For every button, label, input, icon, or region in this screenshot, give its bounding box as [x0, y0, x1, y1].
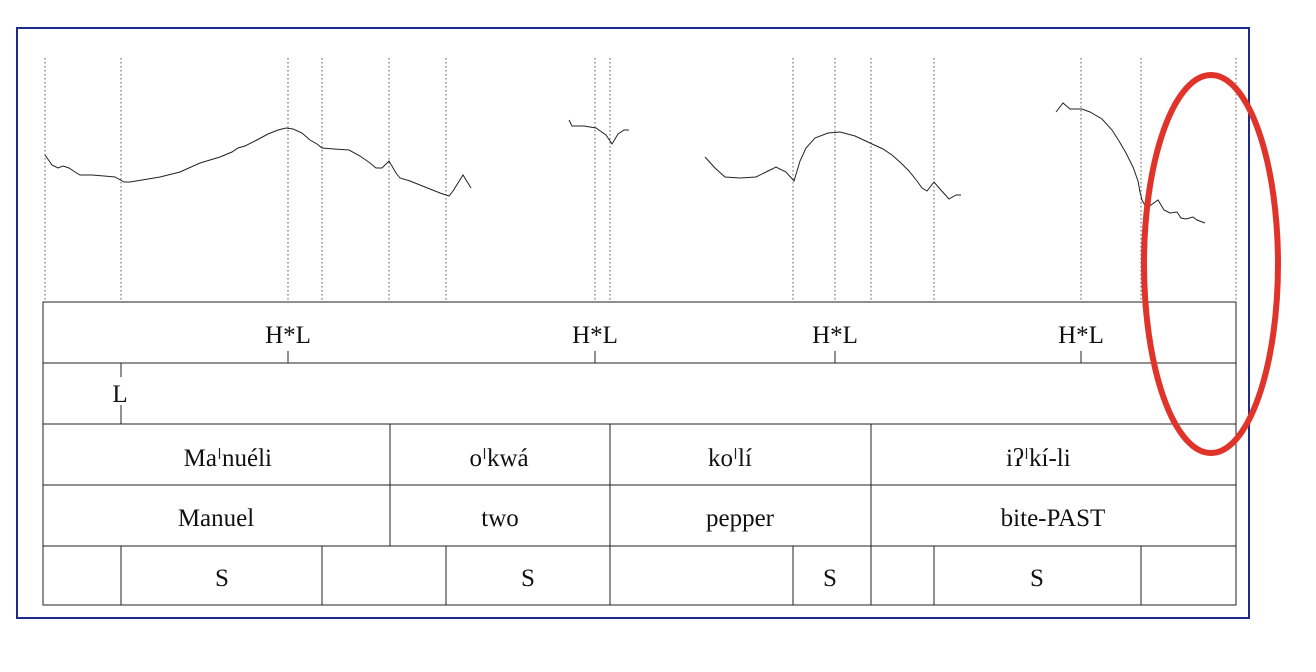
- tone-labels: H*L H*L H*L H*L: [265, 322, 1104, 349]
- word-labels: Ma nuéli o kwá ko lí iʔ kí-li: [184, 445, 1071, 472]
- gloss-label: pepper: [706, 505, 775, 532]
- stress-labels: S S S S: [215, 565, 1044, 592]
- gloss-label: two: [481, 505, 519, 532]
- tone-label: H*L: [265, 322, 311, 349]
- pitch-track-segment-3: [704, 131, 961, 200]
- stress-cell: S: [823, 565, 837, 592]
- pitch-track-segment-2: [568, 119, 629, 145]
- gloss-label: Manuel: [178, 505, 254, 532]
- cell-dividers: [120, 424, 1142, 605]
- word-pre-stress: iʔ: [1006, 445, 1024, 472]
- tone-tier: [42, 301, 1237, 364]
- word-pre-stress: o: [470, 445, 483, 472]
- word-post-stress: kí-li: [1029, 445, 1071, 472]
- gloss-labels: Manuel two pepper bite-PAST: [178, 505, 1106, 532]
- word-pre-stress: ko: [708, 445, 733, 472]
- word-post-stress: kwá: [487, 445, 529, 472]
- stress-tier: [42, 545, 1237, 606]
- highlight-ellipse: [1141, 72, 1281, 456]
- word-pre-stress: Ma: [184, 445, 217, 472]
- stress-cell: S: [215, 565, 229, 592]
- pitch-contour: [44, 102, 1206, 224]
- word-post-stress: nuéli: [222, 445, 272, 472]
- pitch-track-segment-1: [44, 127, 472, 197]
- annotation-tiers: [42, 301, 1237, 606]
- word-post-stress: lí: [738, 445, 752, 472]
- alignment-guides: [44, 58, 1237, 302]
- gloss-label: bite-PAST: [1001, 505, 1106, 532]
- boundary-label: L: [112, 381, 127, 408]
- stress-cell: S: [521, 565, 535, 592]
- pitch-track-segment-4: [1055, 102, 1206, 224]
- boundary-tier: [42, 362, 1237, 425]
- tone-label: H*L: [1058, 322, 1104, 349]
- outer-frame: [16, 27, 1250, 619]
- stress-cell: S: [1030, 565, 1044, 592]
- tone-label: H*L: [812, 322, 858, 349]
- tier-ticks: [120, 351, 1082, 424]
- tone-label: H*L: [572, 322, 618, 349]
